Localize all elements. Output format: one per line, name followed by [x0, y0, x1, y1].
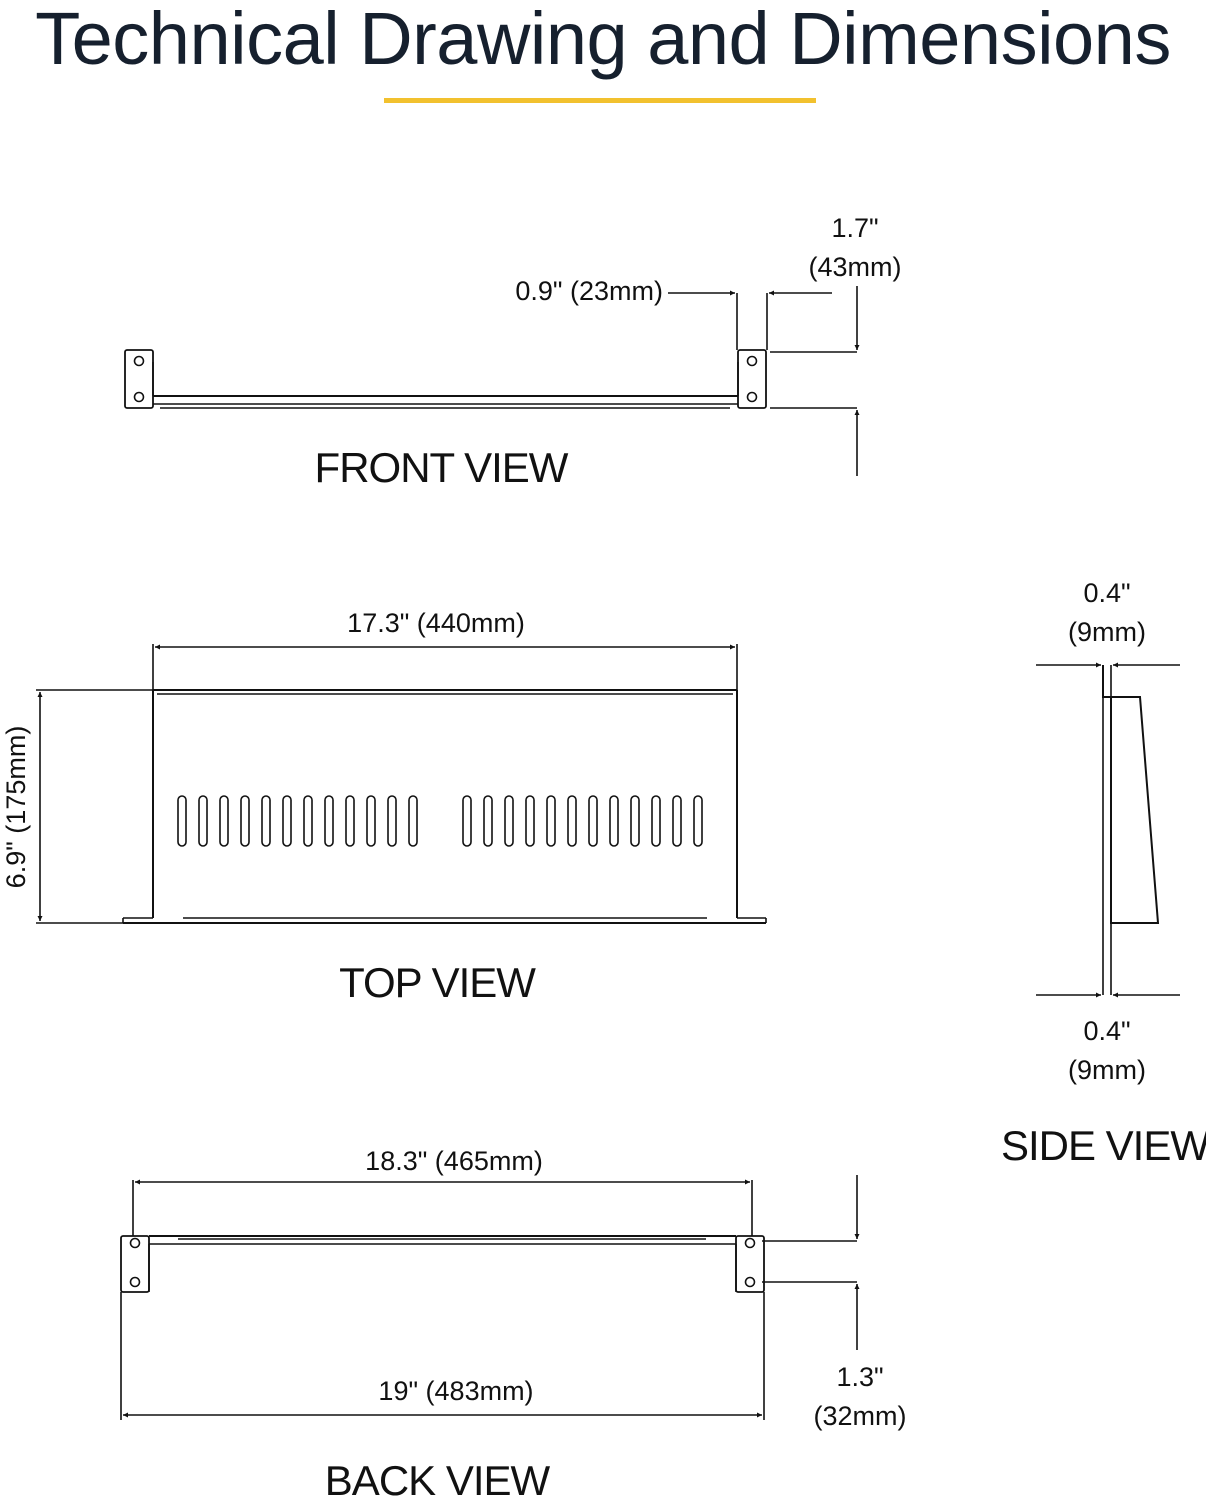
side-view-shelf — [1102, 665, 1160, 995]
back-inner-dimension — [132, 1179, 753, 1236]
front-height-dimension — [770, 286, 860, 476]
back-view: 18.3" (465mm) 19" (483mm) 1.3" (32mm) BA… — [120, 1146, 907, 1500]
top-view: 17.3" (440mm) 6.9" (175mm) TOP VIEW — [1, 608, 767, 1006]
side-bottom-label-mm: (9mm) — [1068, 1055, 1146, 1085]
back-hole-spacing-dimension — [762, 1175, 860, 1350]
front-height-label-inches: 1.7" — [831, 213, 878, 243]
back-view-title: BACK VIEW — [325, 1457, 551, 1500]
front-view: 0.9" (23mm) 1.7" (43mm) FRONT VIEW — [124, 213, 902, 491]
top-depth-label: 6.9" (175mm) — [1, 726, 31, 889]
side-view: 0.4" (9mm) 0.4" (9mm) SIDE VIEW — [1001, 578, 1206, 1169]
title-accent-bar — [384, 98, 816, 103]
front-height-label-mm: (43mm) — [809, 252, 902, 282]
back-hole-label-mm: (32mm) — [814, 1401, 907, 1431]
top-width-label: 17.3" (440mm) — [347, 608, 525, 638]
front-depth-dimension — [668, 290, 832, 350]
back-outer-dimension — [120, 1292, 765, 1420]
page-title: Technical Drawing and Dimensions — [35, 0, 1171, 80]
back-view-shelf — [120, 1235, 765, 1293]
side-bottom-label-inches: 0.4" — [1083, 1016, 1130, 1046]
front-view-shelf — [124, 349, 767, 409]
side-view-title: SIDE VIEW — [1001, 1122, 1206, 1169]
back-outer-width-label: 19" (483mm) — [378, 1376, 533, 1406]
side-top-label-inches: 0.4" — [1083, 578, 1130, 608]
side-top-dimension — [1036, 662, 1180, 697]
top-width-dimension — [152, 644, 738, 690]
top-view-vent-slots — [177, 795, 703, 847]
back-inner-width-label: 18.3" (465mm) — [365, 1146, 543, 1176]
top-view-title: TOP VIEW — [339, 959, 536, 1006]
top-view-shelf — [122, 689, 767, 924]
side-top-label-mm: (9mm) — [1068, 617, 1146, 647]
back-hole-label-inches: 1.3" — [836, 1362, 883, 1392]
front-view-title: FRONT VIEW — [315, 444, 569, 491]
front-depth-label: 0.9" (23mm) — [515, 276, 663, 306]
top-depth-dimension — [36, 689, 153, 924]
